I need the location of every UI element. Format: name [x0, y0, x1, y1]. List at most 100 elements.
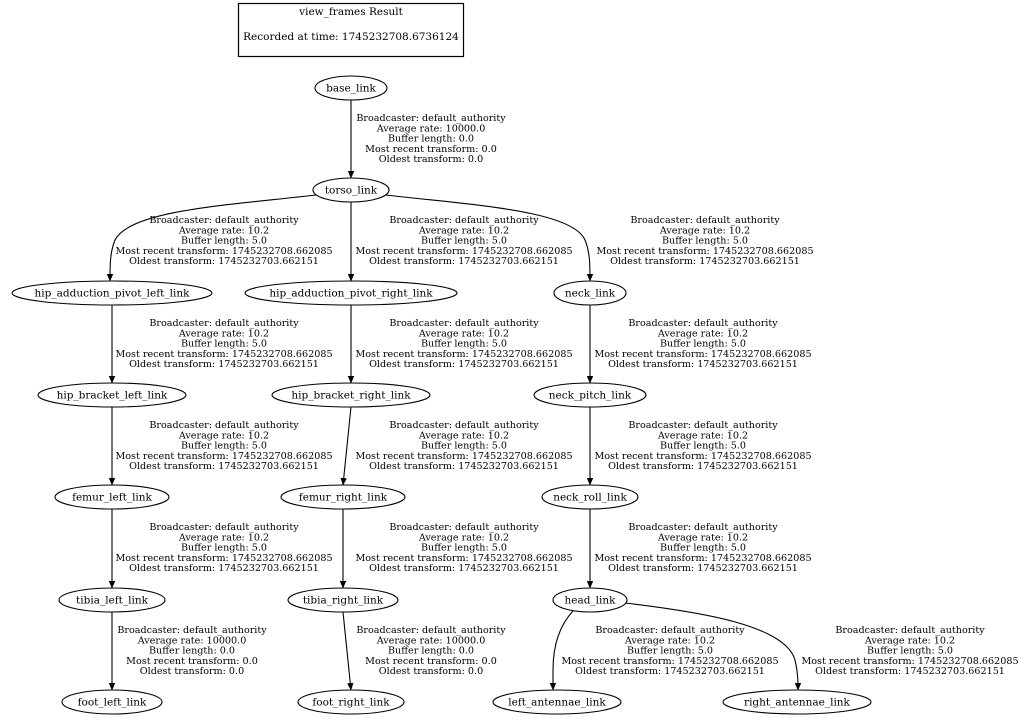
edge-label-line: Most recent transform: 1745232708.662085: [596, 246, 813, 257]
edge-head_link-to-left_antennae_link: [549, 610, 574, 691]
node-label: hip_adduction_pivot_right_link: [269, 288, 433, 300]
edge-label-line: Average rate: 10.2: [418, 532, 509, 543]
node-ellipse[interactable]: [553, 280, 627, 306]
node-ellipse[interactable]: [541, 484, 639, 510]
node-ellipse[interactable]: [61, 689, 163, 715]
edge-label-line: Broadcaster: default_authority: [628, 420, 778, 431]
edge-label-line: Most recent transform: 1745232708.662085: [355, 553, 572, 564]
edge-label-line: Buffer length: 5.0: [181, 339, 267, 350]
edge-label-line: Oldest transform: 1745232703.662151: [575, 666, 765, 677]
edge-label-line: Oldest transform: 1745232703.662151: [608, 359, 798, 370]
edge-label-line: Most recent transform: 1745232708.662085: [115, 451, 332, 462]
node-foot_left_link[interactable]: foot_left_link: [61, 689, 163, 715]
node-ellipse[interactable]: [244, 280, 458, 306]
edge-label-line: Average rate: 10.2: [418, 328, 509, 339]
edge-label-line: Most recent transform: 1745232708.662085: [561, 656, 778, 667]
edge-label-line: Most recent transform: 1745232708.662085: [115, 349, 332, 360]
edge-label-line: Average rate: 10000.0: [376, 635, 486, 646]
edge-label-line: Average rate: 10.2: [659, 225, 750, 236]
edge-label-line: Average rate: 10.2: [418, 430, 509, 441]
title-box: view_frames Result Recorded at time: 174…: [237, 2, 465, 58]
node-hip_bracket_right_link[interactable]: hip_bracket_right_link: [271, 382, 431, 408]
node-label: hip_bracket_left_link: [57, 390, 168, 402]
edge-label-line: Oldest transform: 1745232703.662151: [369, 359, 559, 370]
edge-label-line: Buffer length: 5.0: [421, 543, 507, 554]
node-hip_adduction_pivot_right_link[interactable]: hip_adduction_pivot_right_link: [244, 280, 458, 306]
node-foot_right_link[interactable]: foot_right_link: [297, 689, 405, 715]
node-label: femur_right_link: [299, 492, 388, 504]
edge-label-line: Buffer length: 0.0: [388, 134, 474, 145]
nodes-layer: base_link torso_link hip_adduction_pivot_l…: [11, 75, 872, 715]
edge-label-line: Broadcaster: default_authority: [149, 215, 299, 226]
edge-label-line: Broadcaster: default_authority: [356, 625, 506, 636]
node-left_antennae_link[interactable]: left_antennae_link: [492, 689, 622, 715]
node-ellipse[interactable]: [271, 382, 431, 408]
node-neck_link[interactable]: neck_link: [553, 280, 627, 306]
edge-label-line: Oldest transform: 1745232703.662151: [129, 563, 319, 574]
node-neck_pitch_link[interactable]: neck_pitch_link: [533, 382, 647, 408]
edge-label-line: Average rate: 10.2: [178, 532, 269, 543]
node-tibia_right_link[interactable]: tibia_right_link: [287, 587, 399, 613]
edge-label-line: Broadcaster: default_authority: [149, 420, 299, 431]
node-label: foot_left_link: [78, 697, 147, 709]
edge-label-line: Most recent transform: 0.0: [365, 144, 497, 155]
node-head_link[interactable]: head_link: [552, 587, 628, 613]
node-ellipse[interactable]: [54, 484, 170, 510]
node-femur_right_link[interactable]: femur_right_link: [280, 484, 406, 510]
node-femur_left_link[interactable]: femur_left_link: [54, 484, 170, 510]
node-ellipse[interactable]: [492, 689, 622, 715]
node-ellipse[interactable]: [280, 484, 406, 510]
edge-label-line: Most recent transform: 1745232708.662085: [115, 553, 332, 564]
node-ellipse[interactable]: [312, 177, 390, 203]
node-ellipse[interactable]: [37, 382, 187, 408]
edge-hip_bracket_right_link-to-femur_right_link: [340, 406, 352, 486]
edge-label-line: Oldest transform: 1745232703.662151: [610, 256, 800, 267]
node-ellipse[interactable]: [314, 75, 388, 101]
edge-label-line: Most recent transform: 1745232708.662085: [355, 349, 572, 360]
edge-label-line: Buffer length: 5.0: [181, 236, 267, 247]
node-neck_roll_link[interactable]: neck_roll_link: [541, 484, 639, 510]
node-base_link[interactable]: base_link: [314, 75, 388, 101]
title-text: view_frames Result: [298, 6, 403, 18]
node-ellipse[interactable]: [533, 382, 647, 408]
node-label: left_antennae_link: [508, 697, 606, 709]
node-right_antennae_link[interactable]: right_antennae_link: [722, 689, 872, 715]
node-label: foot_right_link: [312, 697, 390, 709]
title-box-frame: [237, 2, 465, 58]
node-label: tibia_right_link: [303, 595, 384, 607]
node-ellipse[interactable]: [552, 587, 628, 613]
edge-label-line: Broadcaster: default_authority: [117, 625, 267, 636]
edge-label-line: Buffer length: 0.0: [149, 646, 235, 657]
edge-label-line: Average rate: 10.2: [418, 225, 509, 236]
edge-label-line: Oldest transform: 0.0: [379, 666, 483, 677]
node-hip_adduction_pivot_left_link[interactable]: hip_adduction_pivot_left_link: [11, 280, 213, 306]
node-ellipse[interactable]: [297, 689, 405, 715]
edge-label-line: Oldest transform: 1745232703.662151: [369, 256, 559, 267]
edge-label-line: Most recent transform: 1745232708.662085: [594, 553, 811, 564]
edge-label-line: Most recent transform: 1745232708.662085: [355, 451, 572, 462]
edge-label-line: Average rate: 10.2: [178, 225, 269, 236]
edge-label-line: Buffer length: 5.0: [660, 339, 746, 350]
node-ellipse[interactable]: [287, 587, 399, 613]
node-tibia_left_link[interactable]: tibia_left_link: [58, 587, 166, 613]
edge-label-line: Oldest transform: 1745232703.662151: [129, 256, 319, 267]
edge-label-line: Buffer length: 5.0: [181, 543, 267, 554]
node-label: right_antennae_link: [744, 697, 851, 709]
node-ellipse[interactable]: [58, 587, 166, 613]
edge-head_link-to-right_antennae_link: [624, 602, 802, 691]
node-torso_link[interactable]: torso_link: [312, 177, 390, 203]
edge-label-line: Oldest transform: 1745232703.662151: [129, 359, 319, 370]
node-ellipse[interactable]: [722, 689, 872, 715]
edge-label-line: Buffer length: 5.0: [421, 441, 507, 452]
edge-label-line: Average rate: 10.2: [624, 635, 715, 646]
node-ellipse[interactable]: [11, 280, 213, 306]
node-hip_bracket_left_link[interactable]: hip_bracket_left_link: [37, 382, 187, 408]
edge-label-line: Buffer length: 5.0: [867, 646, 953, 657]
